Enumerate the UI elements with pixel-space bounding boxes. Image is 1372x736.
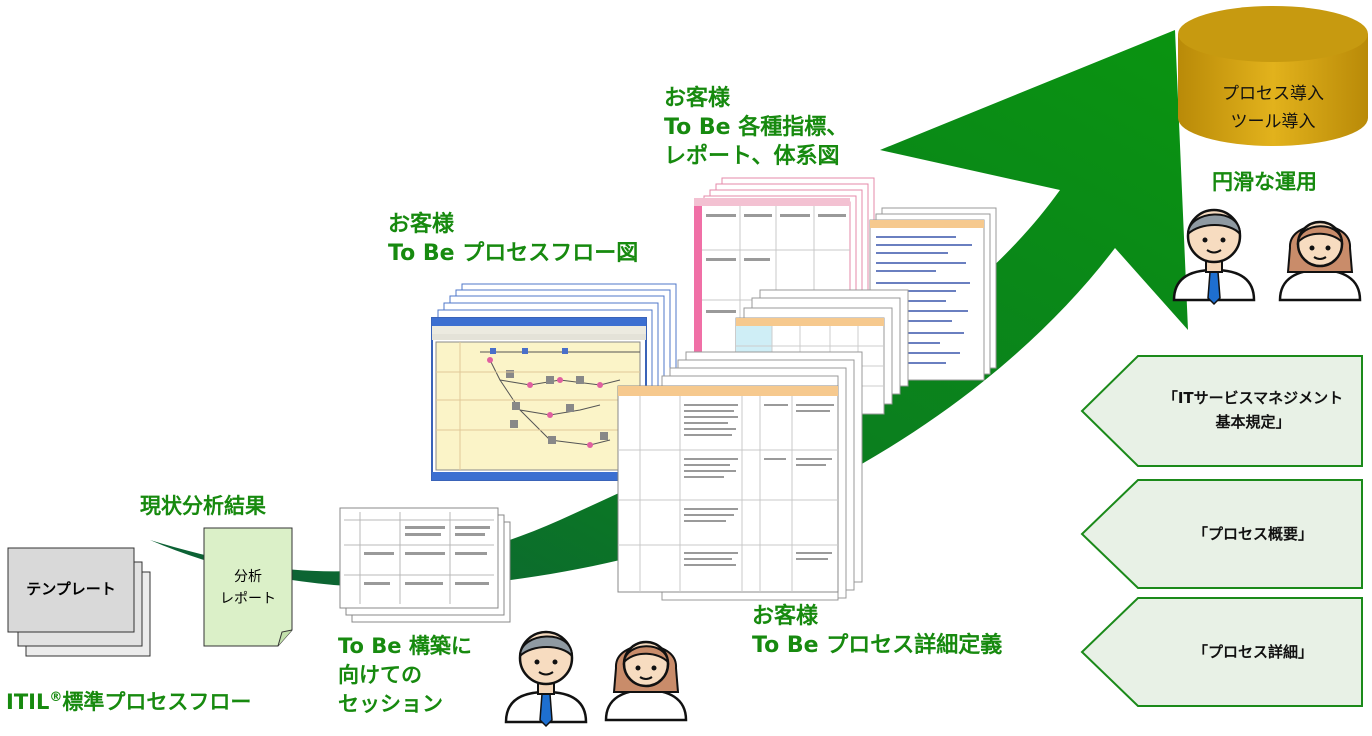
cylinder-label: プロセス導入 ツール導入 (1222, 84, 1324, 132)
analysis-report-doc (203, 527, 293, 647)
label-current-analysis: 現状分析結果 (140, 494, 266, 518)
label-itil-suffix: 標準プロセスフロー (62, 690, 252, 714)
woman-icon (604, 640, 688, 722)
woman-icon (1278, 220, 1362, 302)
label-session: To Be 構築に 向けての セッション (338, 634, 472, 716)
label-process-flow: お客様 To Be プロセスフロー図 (388, 212, 639, 266)
session-doc-stack (339, 507, 511, 623)
chevron-1 (1080, 355, 1363, 467)
chevron-3 (1080, 597, 1363, 707)
chevron-shapes (1080, 355, 1363, 707)
template-label: テンプレート (26, 580, 116, 598)
label-itil-prefix: ITIL (6, 690, 50, 714)
man-icon (1172, 208, 1256, 306)
label-metrics: お客様 To Be 各種指標、 レポート、体系図 (664, 86, 849, 169)
label-itil-registered: ® (49, 690, 63, 705)
label-smooth-operation: 円滑な運用 (1212, 170, 1317, 194)
chevron-label-itsm: 「ITサービスマネジメント 基本規定」 (1162, 389, 1344, 431)
cylinder-db (1178, 6, 1368, 146)
analysis-report-label: 分析 レポート (220, 569, 276, 607)
process-detail-stack (617, 351, 863, 601)
man-icon (504, 630, 588, 728)
process-flow-window-stack (431, 283, 677, 481)
chevron-2 (1080, 479, 1363, 589)
label-process-detail: お客様 To Be プロセス詳細定義 (752, 604, 1003, 658)
label-itil-flow: ITIL®標準プロセスフロー (6, 662, 251, 716)
chevron-label-detail: 「プロセス詳細」 (1192, 643, 1313, 661)
template-stack (7, 547, 151, 657)
chevron-label-overview: 「プロセス概要」 (1192, 525, 1313, 543)
